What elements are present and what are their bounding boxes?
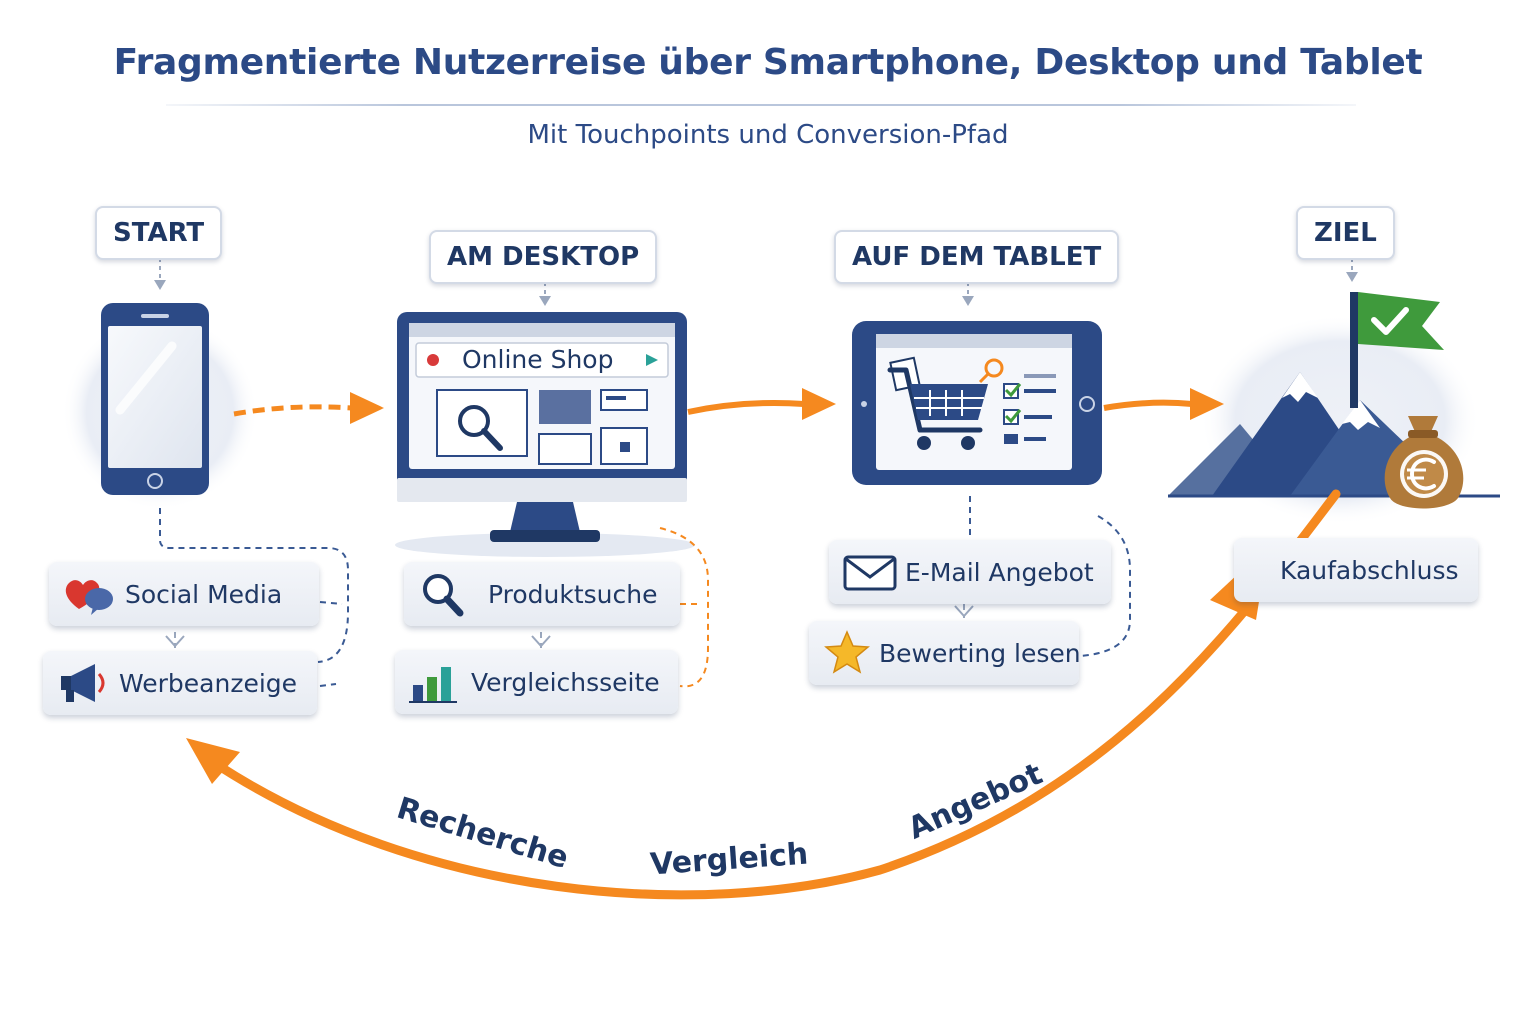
smartphone-icon bbox=[101, 303, 209, 495]
card-connector-heads bbox=[165, 605, 974, 648]
tablet-icon bbox=[852, 321, 1102, 485]
touchpoint-label: Kaufabschluss bbox=[1280, 555, 1459, 585]
label-connectors bbox=[159, 258, 1353, 298]
touchpoint-bewertung: Bewerting lesen bbox=[809, 621, 1081, 685]
stage-label-desktop: AM DESKTOP bbox=[429, 230, 658, 284]
online-shop-text: Online Shop bbox=[462, 345, 614, 374]
touchpoint-label: Produktsuche bbox=[488, 579, 658, 609]
label-connector-heads bbox=[154, 272, 1358, 306]
search-icon bbox=[423, 574, 464, 617]
stage-label-ziel: ZIEL bbox=[1296, 206, 1395, 260]
page-subtitle: Mit Touchpoints und Conversion-Pfad bbox=[527, 120, 1009, 150]
euro-moneybag-icon bbox=[1384, 416, 1464, 509]
touchpoint-vergleichsseite: Vergleichsseite bbox=[395, 650, 678, 714]
page-title: Fragmentierte Nutzerreise über Smartphon… bbox=[113, 42, 1423, 83]
envelope-icon bbox=[843, 555, 897, 591]
touchpoint-label: Bewerting lesen bbox=[879, 638, 1081, 668]
touchpoint-label: Vergleichsseite bbox=[471, 667, 660, 697]
megaphone-icon bbox=[61, 664, 105, 702]
star-icon bbox=[824, 630, 870, 674]
stage-label-start: START bbox=[95, 206, 223, 260]
touchpoint-werbeanzeige: Werbeanzeige bbox=[43, 651, 317, 715]
touchpoint-label: E-Mail Angebot bbox=[905, 557, 1094, 587]
device-arrows bbox=[233, 388, 1224, 424]
touchpoint-email-angebot: E-Mail Angebot bbox=[829, 540, 1111, 604]
desktop-monitor-icon bbox=[395, 312, 695, 557]
touchpoint-label: Werbeanzeige bbox=[119, 668, 298, 698]
touchpoint-produktsuche: Produktsuche bbox=[404, 562, 680, 626]
touchpoint-social-media: Social Media bbox=[49, 562, 319, 626]
title-divider bbox=[166, 104, 1356, 106]
conversion-path-arrow bbox=[186, 489, 1341, 900]
bar-chart-icon bbox=[409, 667, 457, 703]
touchpoint-label: Social Media bbox=[125, 579, 283, 609]
touchpoint-kaufabschluss: Kaufabschluss bbox=[1234, 538, 1478, 602]
stage-label-tablet: AUF DEM TABLET bbox=[834, 230, 1120, 284]
social-hearts-icon bbox=[65, 580, 113, 615]
